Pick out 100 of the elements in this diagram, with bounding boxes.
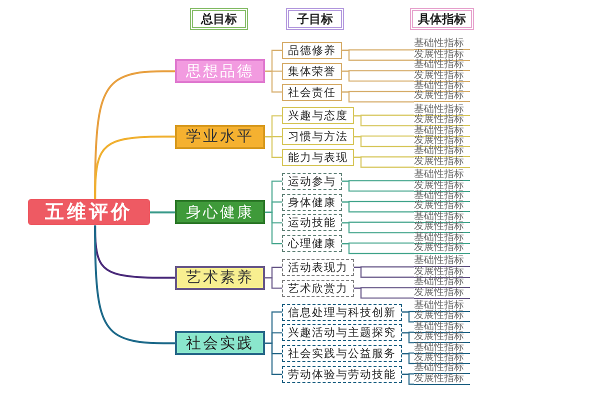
topic-text: 基础性指标 bbox=[414, 60, 464, 70]
topic-text: 发展性指标 bbox=[414, 242, 464, 253]
subtopic-box bbox=[282, 62, 342, 80]
connector-line bbox=[342, 180, 414, 192]
connector-line bbox=[342, 222, 414, 234]
indicator-item bbox=[414, 170, 470, 182]
column-header-box bbox=[190, 8, 248, 30]
connector-line bbox=[94, 136, 175, 200]
topic-text: 活动表现力 bbox=[288, 262, 348, 273]
topic-text: 发展性指标 bbox=[414, 311, 464, 322]
subtopic-box bbox=[282, 128, 354, 146]
indicator-item bbox=[414, 116, 470, 126]
column-header-box bbox=[286, 8, 344, 30]
topic-text: 思想品德 bbox=[186, 64, 254, 79]
connector-line bbox=[150, 211, 175, 214]
topic-text: 学业水平 bbox=[186, 129, 254, 144]
topic-text: 发展性指标 bbox=[414, 156, 464, 167]
topic-text: 基础性指标 bbox=[414, 277, 464, 288]
topic-text: 发展性指标 bbox=[414, 222, 464, 232]
subtopic-box bbox=[282, 258, 354, 276]
topic-text: 社会实践 bbox=[186, 336, 254, 351]
topic-text: 发展性指标 bbox=[414, 332, 464, 342]
topic-text: 基础性指标 bbox=[414, 212, 464, 222]
subtopic-box bbox=[282, 214, 342, 232]
connector-line bbox=[265, 136, 282, 158]
topic-text: 发展性指标 bbox=[414, 266, 464, 277]
connector-line bbox=[342, 50, 414, 61]
connector-line bbox=[402, 311, 414, 322]
subtopic-box bbox=[282, 280, 354, 297]
topic-text: 社会实践与公益服务 bbox=[288, 348, 396, 360]
connector-line bbox=[354, 156, 414, 168]
topic-text: 具体指标 bbox=[418, 13, 466, 25]
topic-text: 基础性指标 bbox=[414, 146, 464, 156]
topic-text: 品德修养 bbox=[288, 44, 336, 56]
column-header-box bbox=[410, 8, 474, 30]
subtopic-box bbox=[282, 324, 402, 342]
main-topic-box bbox=[175, 266, 265, 290]
topic-text: 发展性指标 bbox=[414, 180, 464, 191]
subtopic-box bbox=[282, 42, 342, 59]
indicator-item bbox=[414, 222, 470, 234]
topic-text: 基础性指标 bbox=[414, 126, 464, 136]
subtopic-box bbox=[282, 194, 342, 210]
connector-line bbox=[354, 115, 414, 126]
subtopic-box bbox=[282, 172, 342, 190]
topic-text: 习惯与方法 bbox=[288, 131, 348, 142]
indicator-item bbox=[414, 288, 470, 299]
topic-text: 劳动体验与劳动技能 bbox=[288, 368, 396, 380]
topic-text: 五维评价 bbox=[45, 202, 133, 222]
indicator-item bbox=[414, 332, 470, 344]
connector-line bbox=[342, 91, 414, 102]
connector-line bbox=[354, 136, 414, 148]
indicator-item bbox=[414, 60, 470, 72]
topic-text: 艺术欣赏力 bbox=[288, 282, 348, 294]
connector-line bbox=[402, 374, 414, 385]
main-topic-box bbox=[175, 331, 265, 356]
topic-text: 基础性指标 bbox=[414, 300, 464, 311]
topic-text: 信息处理与科技创新 bbox=[288, 306, 396, 318]
indicator-item bbox=[414, 278, 470, 288]
topic-text: 能力与表现 bbox=[288, 152, 348, 163]
subtopic-box bbox=[282, 84, 342, 100]
connector-line bbox=[402, 353, 414, 364]
topic-text: 基础性指标 bbox=[414, 342, 464, 353]
main-topic-box bbox=[175, 200, 265, 224]
connector-line bbox=[94, 225, 175, 344]
topic-text: 发展性指标 bbox=[414, 352, 464, 363]
root-topic-box bbox=[28, 199, 150, 226]
connector-line bbox=[342, 243, 414, 254]
subtopic-box bbox=[282, 304, 402, 320]
connector-line bbox=[265, 277, 282, 289]
connector-line bbox=[265, 70, 282, 93]
connector-line bbox=[342, 70, 414, 82]
topic-text: 发展性指标 bbox=[414, 288, 464, 298]
topic-text: 发展性指标 bbox=[414, 70, 464, 81]
topic-text: 社会责任 bbox=[288, 86, 336, 98]
topic-text: 兴趣活动与主题探究 bbox=[288, 327, 396, 338]
subtopic-box bbox=[282, 107, 354, 124]
connector-line bbox=[402, 332, 414, 344]
topic-text: 子目标 bbox=[297, 13, 333, 25]
topic-text: 发展性指标 bbox=[414, 91, 464, 102]
indicator-item bbox=[414, 244, 470, 254]
subtopic-box bbox=[282, 366, 402, 383]
topic-text: 心理健康 bbox=[288, 238, 336, 250]
topic-text: 运动技能 bbox=[288, 217, 336, 228]
main-topic-box bbox=[175, 59, 265, 84]
connector-line bbox=[342, 201, 414, 212]
topic-text: 基础性指标 bbox=[414, 170, 464, 180]
topic-text: 发展性指标 bbox=[414, 136, 464, 146]
connector-line bbox=[265, 342, 282, 375]
topic-text: 基础性指标 bbox=[414, 256, 464, 266]
topic-text: 发展性指标 bbox=[414, 374, 464, 384]
connector-line bbox=[265, 212, 282, 244]
topic-text: 运动参与 bbox=[288, 176, 336, 187]
indicator-item bbox=[414, 157, 470, 168]
topic-text: 基础性指标 bbox=[414, 322, 464, 332]
topic-text: 兴趣与态度 bbox=[288, 110, 348, 122]
topic-text: 基础性指标 bbox=[414, 80, 464, 91]
connector-line bbox=[354, 288, 414, 299]
topic-text: 基础性指标 bbox=[414, 104, 464, 115]
subtopic-box bbox=[282, 345, 402, 362]
topic-text: 基础性指标 bbox=[414, 190, 464, 201]
